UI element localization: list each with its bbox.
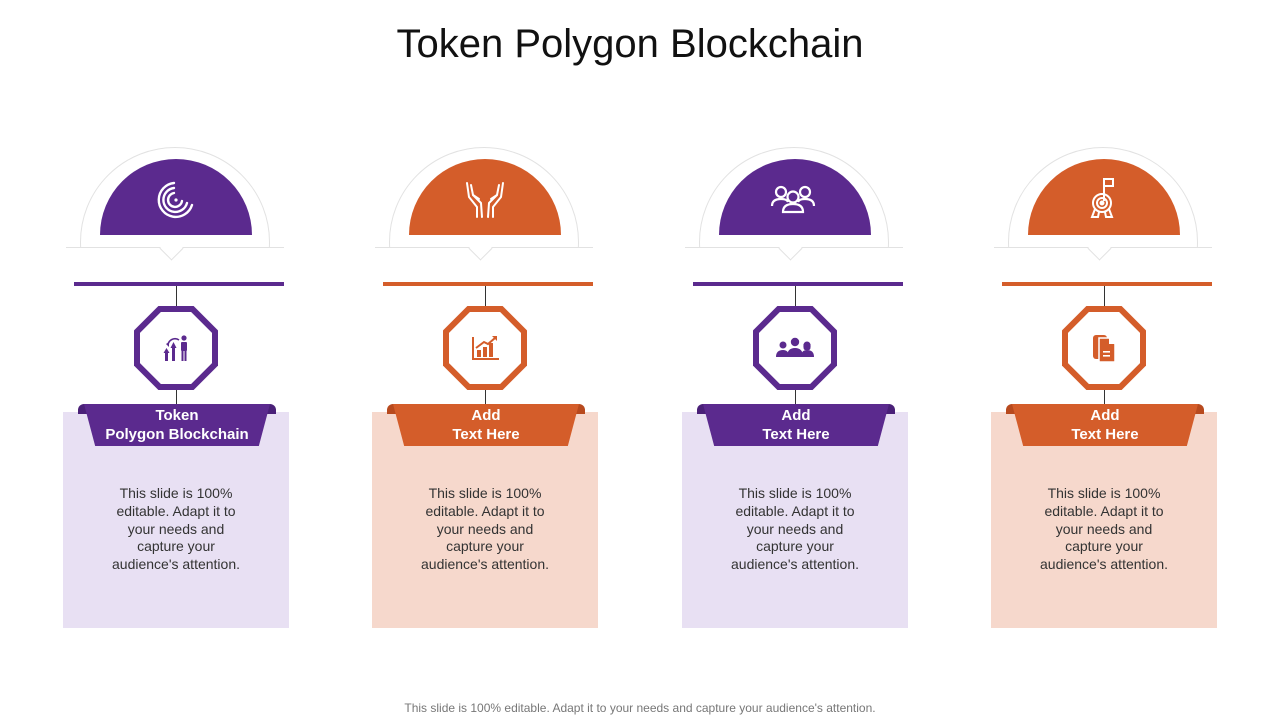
divider-bar: [693, 282, 903, 286]
divider-bar: [383, 282, 593, 286]
heading-ribbon: Add Text Here: [393, 404, 579, 446]
content-card: [682, 412, 908, 628]
column-body: This slide is 100% editable. Adapt it to…: [1040, 485, 1168, 573]
column-heading: Token Polygon Blockchain: [105, 407, 249, 443]
content-card: [372, 412, 598, 628]
target-flag-icon: [1090, 178, 1114, 218]
column-3: Add Text Here This slide is 100% editabl…: [681, 0, 921, 720]
documents-icon: [1093, 335, 1116, 363]
page-title: Token Polygon Blockchain: [396, 22, 864, 66]
heading-ribbon: Token Polygon Blockchain: [84, 404, 270, 446]
footer-note: This slide is 100% editable. Adapt it to…: [404, 701, 876, 715]
open-hands-icon: [466, 182, 504, 218]
column-2: Add Text Here This slide is 100% editabl…: [371, 0, 611, 720]
column-body: This slide is 100% editable. Adapt it to…: [112, 485, 240, 573]
heading-ribbon: Add Text Here: [703, 404, 889, 446]
content-card: [991, 412, 1217, 628]
column-heading: Add Text Here: [1071, 407, 1139, 443]
radar-arcs-icon: [157, 181, 194, 219]
column-heading: Add Text Here: [452, 407, 520, 443]
group-users-icon: [770, 185, 816, 214]
divider-bar: [1002, 282, 1212, 286]
team-icon: [776, 337, 814, 357]
column-4: Add Text Here This slide is 100% editabl…: [990, 0, 1230, 720]
content-card: [63, 412, 289, 628]
bar-chart-growth-icon: [472, 336, 499, 360]
growth-person-icon: [163, 335, 187, 361]
column-body: This slide is 100% editable. Adapt it to…: [421, 485, 549, 573]
column-body: This slide is 100% editable. Adapt it to…: [731, 485, 859, 573]
divider-bar: [74, 282, 284, 286]
heading-ribbon: Add Text Here: [1012, 404, 1198, 446]
column-1: Token Polygon Blockchain This slide is 1…: [62, 0, 302, 720]
column-heading: Add Text Here: [762, 407, 830, 443]
